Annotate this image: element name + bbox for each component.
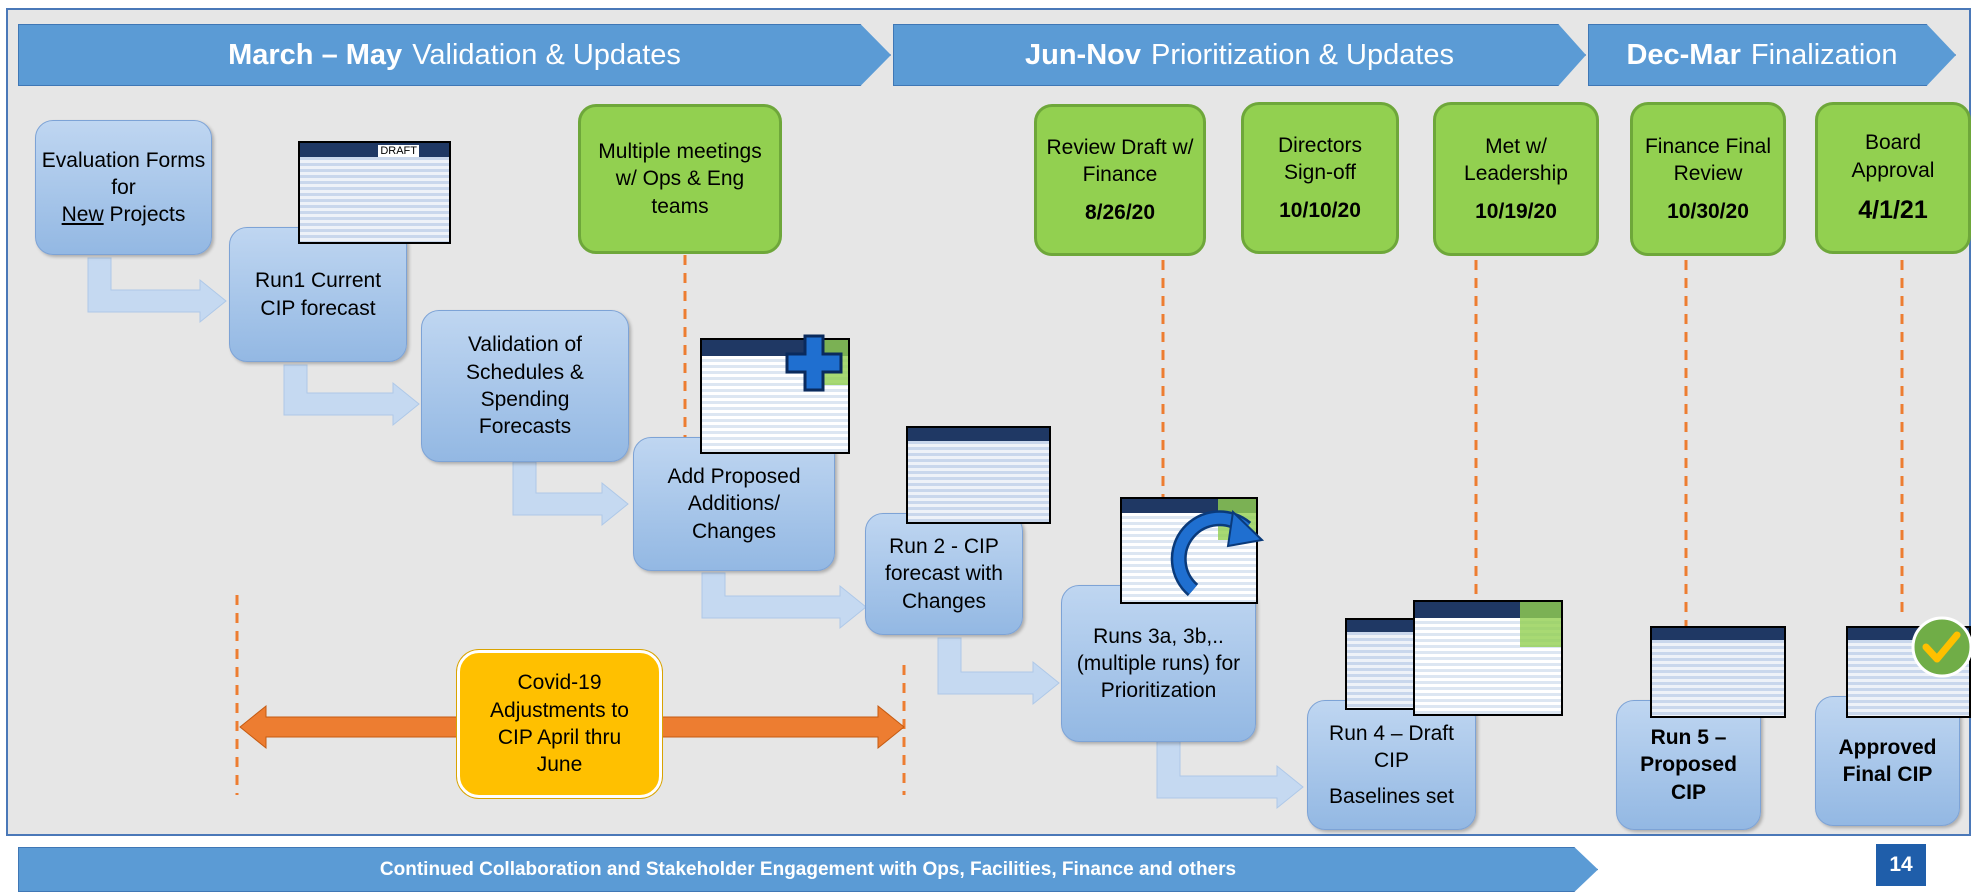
connector-arrow: [701, 572, 867, 630]
phase-period: March – May: [228, 38, 403, 71]
review-draft-date: 8/26/20: [1084, 200, 1156, 224]
covid-label: Covid-19 Adjustments to CIP April thru J…: [490, 671, 629, 777]
spreadsheet-thumbnail: [1345, 618, 1423, 710]
gantt-thumbnail: [700, 338, 850, 454]
phase-arrow-finalization: Dec-Mar Finalization: [1588, 24, 1956, 86]
evaluation-projects-label: Projects: [109, 203, 186, 227]
validation-box: Validation of Schedules & Spending Forec…: [421, 310, 629, 462]
board-approval-label: Board Approval: [1851, 131, 1935, 182]
connector-arrow: [1156, 739, 1304, 810]
collaboration-banner: Continued Collaboration and Stakeholder …: [18, 847, 1598, 892]
directors-label: Directors Sign-off: [1277, 134, 1362, 185]
draft-spreadsheet-thumbnail: DRAFT: [298, 141, 451, 244]
add-proposed-label: Add Proposed Additions/ Changes: [667, 465, 801, 543]
run1-box: Run1 Current CIP forecast: [229, 227, 407, 362]
approved-label: Approved Final CIP: [1838, 735, 1937, 786]
run4-label: Run 4 – Draft CIP: [1329, 722, 1454, 773]
evaluation-forms-box: Evaluation Forms for New Projects: [35, 120, 212, 255]
evaluation-forms-label: Evaluation Forms for: [41, 148, 206, 199]
spreadsheet-thumbnail: [1846, 626, 1971, 718]
page-number: 14: [1876, 844, 1926, 886]
phase-label: Prioritization & Updates: [1150, 38, 1455, 71]
finance-review-date: 10/30/20: [1667, 199, 1749, 223]
finance-review-milestone: Finance Final Review 10/30/20: [1630, 102, 1786, 256]
meetings-label: Multiple meetings w/ Ops & Eng teams: [598, 140, 762, 218]
phase-period: Dec-Mar: [1626, 38, 1741, 71]
finance-review-label: Finance Final Review: [1644, 135, 1772, 186]
connector-arrow: [283, 364, 420, 427]
run1-label: Run1 Current CIP forecast: [254, 269, 382, 320]
phase-period: Jun-Nov: [1024, 38, 1141, 71]
validation-label: Validation of Schedules & Spending Forec…: [466, 333, 584, 439]
run5-box: Run 5 – Proposed CIP: [1616, 700, 1761, 830]
collaboration-label: Continued Collaboration and Stakeholder …: [379, 858, 1237, 880]
phase-label: Validation & Updates: [412, 38, 681, 71]
review-draft-label: Review Draft w/ Finance: [1046, 136, 1194, 187]
connector-arrow: [512, 461, 629, 527]
connector-arrow: [87, 257, 227, 324]
spreadsheet-thumbnail: [1650, 626, 1786, 718]
board-approval-date: 4/1/21: [1858, 196, 1928, 225]
directors-milestone: Directors Sign-off 10/10/20: [1241, 102, 1399, 254]
leadership-milestone: Met w/ Leadership 10/19/20: [1433, 102, 1599, 256]
add-proposed-box: Add Proposed Additions/ Changes: [633, 437, 835, 571]
phase-arrow-prioritization: Jun-Nov Prioritization & Updates: [893, 24, 1586, 86]
board-approval-milestone: Board Approval 4/1/21: [1815, 102, 1971, 254]
spreadsheet-thumbnail: [906, 426, 1051, 524]
evaluation-forms-text: Evaluation Forms for New Projects: [36, 147, 211, 229]
gantt-thumbnail: [1413, 600, 1563, 716]
phase-label: Finalization: [1750, 38, 1898, 71]
leadership-date: 10/19/20: [1475, 199, 1557, 223]
covid-box: Covid-19 Adjustments to CIP April thru J…: [457, 650, 662, 798]
directors-date: 10/10/20: [1279, 198, 1361, 222]
runs3-label: Runs 3a, 3b,.. (multiple runs) for Prior…: [1076, 624, 1241, 703]
review-draft-milestone: Review Draft w/ Finance 8/26/20: [1034, 104, 1206, 256]
leadership-label: Met w/ Leadership: [1464, 135, 1568, 186]
runs3-box: Runs 3a, 3b,.. (multiple runs) for Prior…: [1061, 585, 1256, 742]
evaluation-new-label: New: [61, 203, 104, 227]
run5-label: Run 5 – Proposed CIP: [1640, 726, 1737, 804]
run2-box: Run 2 - CIP forecast with Changes: [865, 513, 1023, 635]
draft-label: DRAFT: [378, 145, 419, 157]
phase-arrow-validation: March – May Validation & Updates: [18, 24, 891, 86]
gantt-thumbnail: [1120, 497, 1258, 604]
connector-arrow: [937, 637, 1060, 706]
meetings-milestone: Multiple meetings w/ Ops & Eng teams: [578, 104, 782, 254]
run4-box: Run 4 – Draft CIP Baselines set: [1307, 700, 1476, 830]
run2-label: Run 2 - CIP forecast with Changes: [885, 535, 1003, 613]
run4-baselines-label: Baselines set: [1329, 784, 1454, 808]
